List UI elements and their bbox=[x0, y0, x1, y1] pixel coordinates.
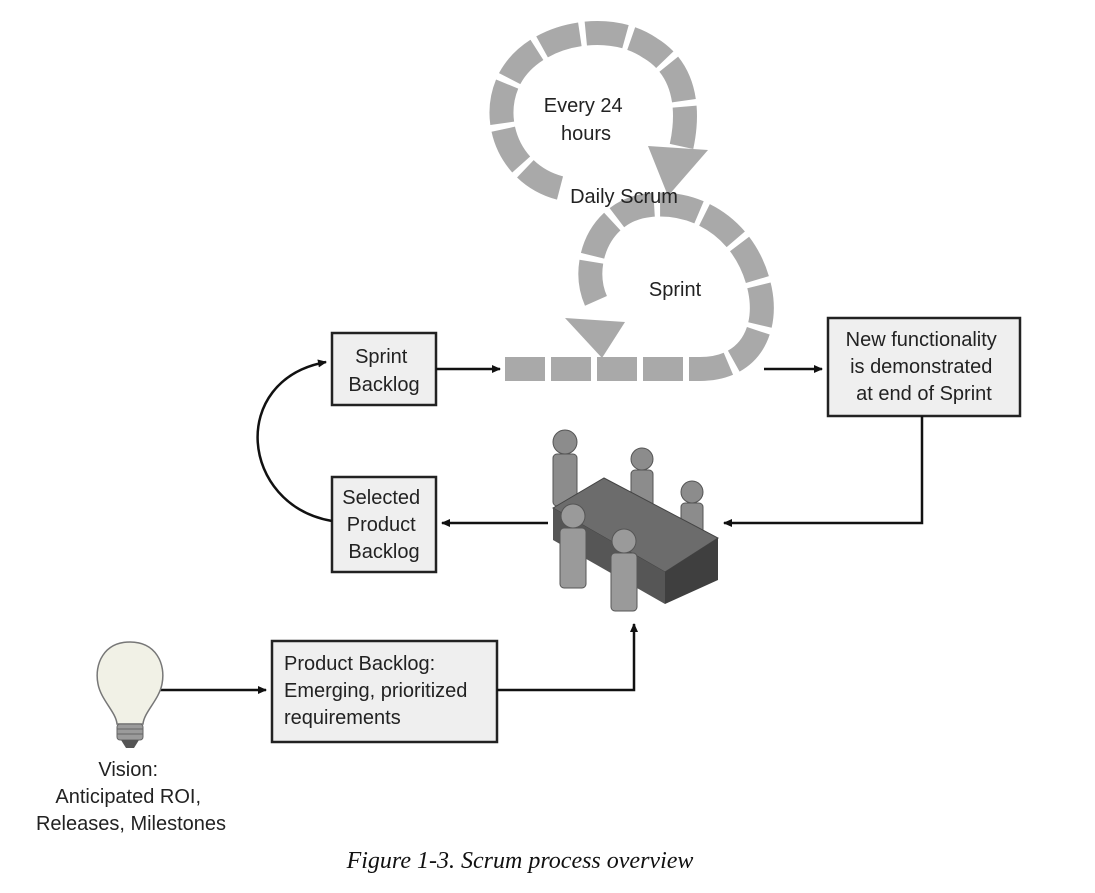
figure-caption: Figure 1-3. Scrum process overview bbox=[346, 848, 694, 874]
svg-text:Sprint Backlog: Sprint Backlog bbox=[348, 346, 419, 396]
review-to-team-arrow bbox=[723, 416, 924, 527]
vision-label: Vision: Anticipated ROI, Releases, Miles… bbox=[36, 759, 226, 835]
product-backlog-to-team-arrow bbox=[497, 623, 638, 692]
every-24-hours-label: Every 24 hours bbox=[544, 95, 629, 145]
new-functionality-box: New functionality is demonstrated at end… bbox=[826, 316, 1022, 418]
sprint-backlog-box: Sprint Backlog bbox=[330, 331, 438, 407]
selected-to-sprint-backlog-arrow bbox=[256, 359, 333, 523]
daily-scrum-label: Daily Scrum bbox=[570, 186, 678, 208]
sprint-loop bbox=[505, 192, 774, 381]
lightbulb-icon bbox=[96, 641, 164, 748]
sprint-label: Sprint bbox=[649, 279, 702, 301]
daily-loop-arrowhead bbox=[648, 146, 708, 196]
sprint-loop-arrowhead bbox=[565, 318, 625, 358]
svg-text:Selected Product B: Selected Product Backlog bbox=[342, 487, 425, 563]
team-meeting-icon bbox=[552, 429, 719, 612]
daily-scrum-loop bbox=[489, 21, 708, 200]
product-backlog-box: Product Backlog: Emerging, prioritized r… bbox=[270, 639, 499, 744]
svg-text:New functionality is dem: New functionality is demonstrated at end… bbox=[846, 329, 1003, 405]
selected-product-backlog-box: Selected Product Backlog bbox=[330, 475, 438, 574]
svg-text:Product Backlog: Emergin: Product Backlog: Emerging, prioritized r… bbox=[284, 653, 473, 729]
